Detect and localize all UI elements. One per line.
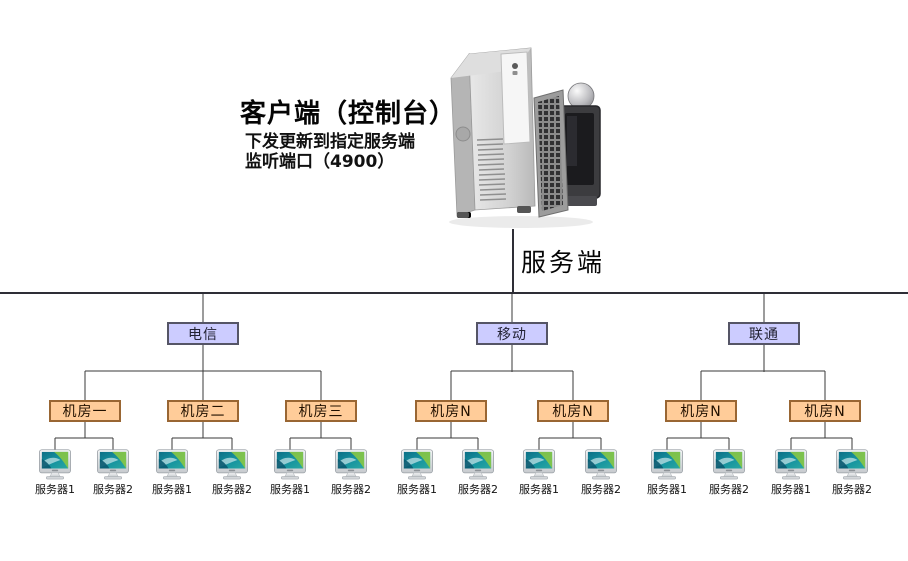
client-computer-image: [449, 47, 601, 228]
monitor-icon: [332, 449, 370, 480]
server-label: 服务器1: [35, 483, 75, 496]
server-node: 服务器2: [572, 449, 630, 497]
monitor-icon: [153, 449, 191, 480]
server-node: 服务器1: [510, 449, 568, 497]
server-label: 服务器1: [397, 483, 437, 496]
server-node: 服务器1: [261, 449, 319, 497]
server-label: 服务器2: [331, 483, 371, 496]
monitor-icon: [710, 449, 748, 480]
server-node: 服务器2: [700, 449, 758, 497]
server-side-label: 服务端: [521, 248, 606, 277]
monitor-icon: [36, 449, 74, 480]
server-label: 服务器2: [581, 483, 621, 496]
server-node: 服务器2: [322, 449, 380, 497]
carrier-box-unicom: 联通: [728, 322, 800, 345]
server-label: 服务器1: [771, 483, 811, 496]
monitor-icon: [459, 449, 497, 480]
server-node: 服务器2: [203, 449, 261, 497]
client-console-title: 客户端（控制台）: [240, 99, 457, 129]
monitor-icon: [520, 449, 558, 480]
monitor-icon: [398, 449, 436, 480]
server-label: 服务器2: [212, 483, 252, 496]
carrier-box-mobile: 移动: [476, 322, 548, 345]
monitor-icon: [271, 449, 309, 480]
monitor-icon: [582, 449, 620, 480]
client-desc-line1: 下发更新到指定服务端: [245, 132, 415, 152]
server-label: 服务器1: [647, 483, 687, 496]
monitor-icon: [213, 449, 251, 480]
room-box-mobile-1: 机房N: [415, 400, 487, 422]
server-node: 服务器1: [388, 449, 446, 497]
server-node: 服务器1: [26, 449, 84, 497]
room-box-mobile-2: 机房N: [537, 400, 609, 422]
monitor-icon: [648, 449, 686, 480]
room-box-telecom-1: 机房一: [49, 400, 121, 422]
room-box-unicom-1: 机房N: [665, 400, 737, 422]
room-box-telecom-3: 机房三: [285, 400, 357, 422]
server-node: 服务器1: [762, 449, 820, 497]
server-label: 服务器2: [458, 483, 498, 496]
server-node: 服务器2: [449, 449, 507, 497]
server-node: 服务器2: [823, 449, 881, 497]
client-desc-line2: 监听端口（4900）: [245, 152, 395, 172]
monitor-icon: [833, 449, 871, 480]
server-node: 服务器1: [638, 449, 696, 497]
server-node: 服务器1: [143, 449, 201, 497]
server-node: 服务器2: [84, 449, 142, 497]
carrier-box-telecom: 电信: [167, 322, 239, 345]
server-label: 服务器1: [270, 483, 310, 496]
monitor-icon: [772, 449, 810, 480]
room-box-unicom-2: 机房N: [789, 400, 861, 422]
server-label: 服务器2: [709, 483, 749, 496]
monitor-icon: [94, 449, 132, 480]
room-box-telecom-2: 机房二: [167, 400, 239, 422]
server-label: 服务器1: [152, 483, 192, 496]
server-label: 服务器1: [519, 483, 559, 496]
server-label: 服务器2: [93, 483, 133, 496]
server-label: 服务器2: [832, 483, 872, 496]
